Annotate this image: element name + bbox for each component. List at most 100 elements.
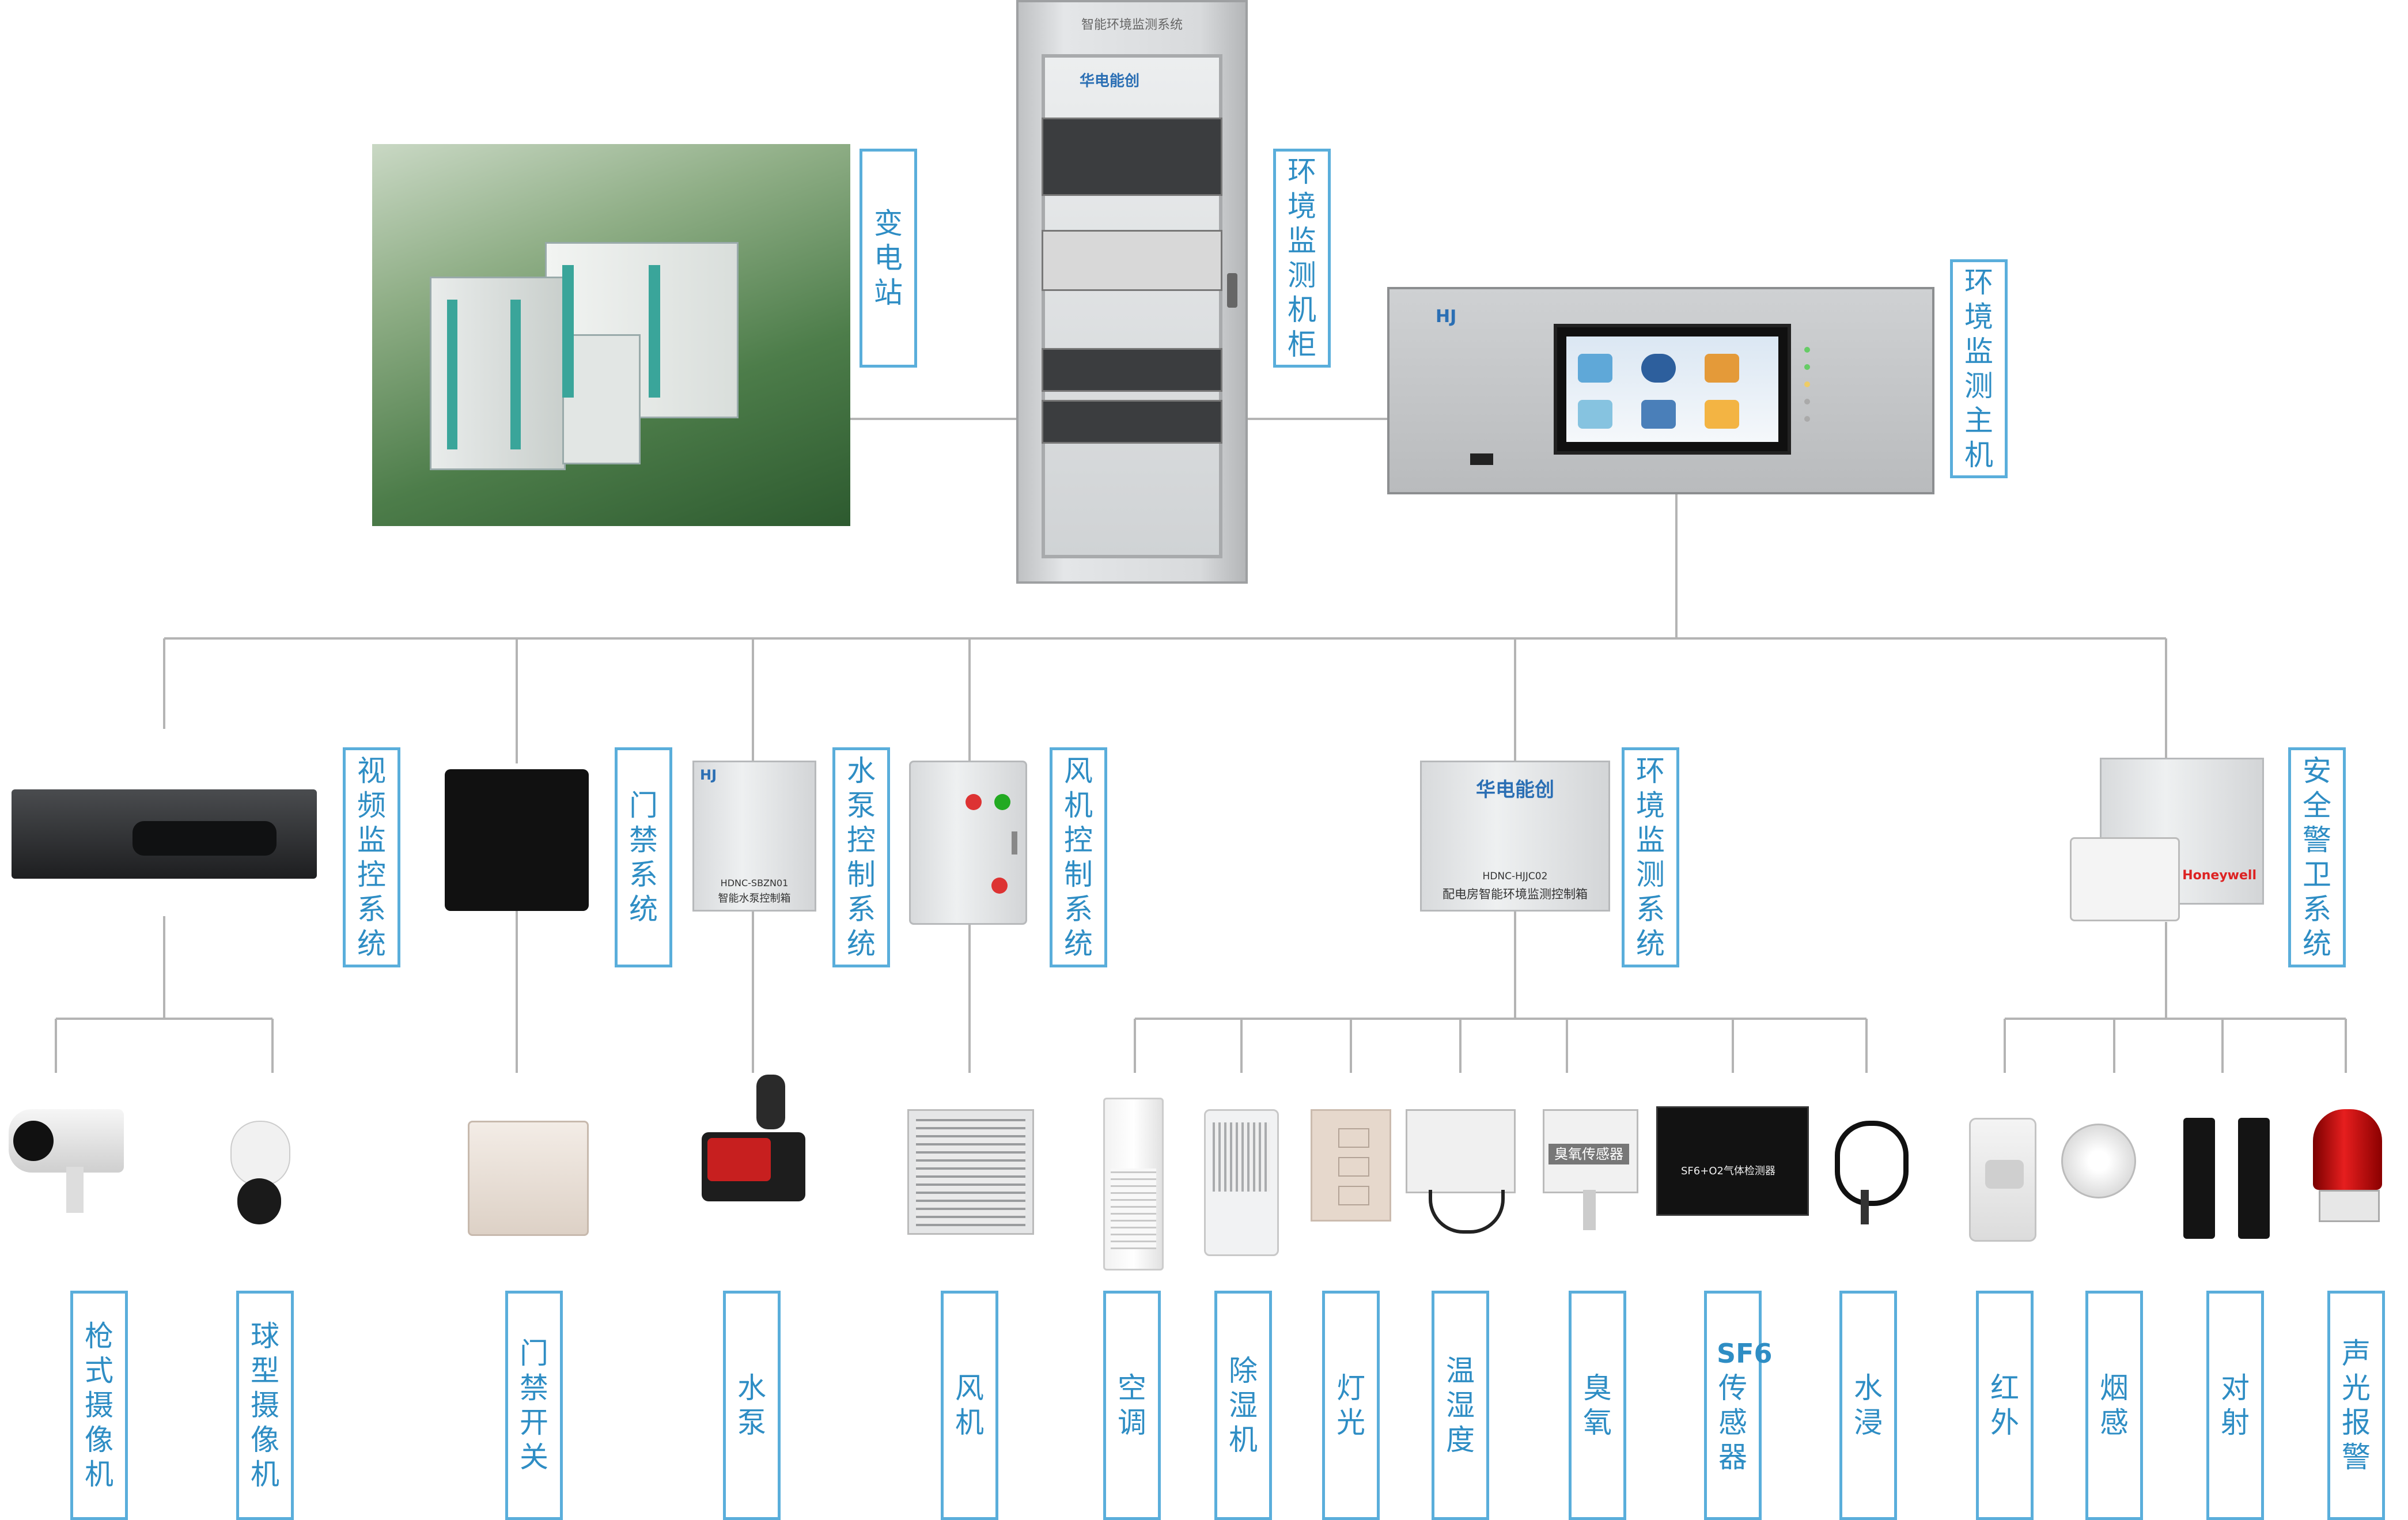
host-usb-port (1470, 453, 1493, 465)
infrared-detector (1969, 1118, 2036, 1242)
beam-sensor-right (2238, 1118, 2270, 1239)
label-security-system: 安全警卫系统 (2288, 747, 2346, 967)
label-water-leak: 水浸 (1839, 1291, 1897, 1520)
label-char: 站 (874, 276, 903, 309)
label-access-system: 门禁系统 (615, 747, 672, 967)
label-char: 外 (1990, 1406, 2019, 1439)
label-char: 统 (2303, 927, 2331, 961)
nvr-recorder (12, 789, 317, 879)
label-char: 风 (1064, 754, 1093, 788)
cabinet-monitor-unit (1042, 118, 1222, 196)
label-char: 对 (2221, 1371, 2250, 1405)
host-touchscreen (1554, 324, 1791, 455)
label-dome-camera: 球型摄像机 (236, 1291, 294, 1520)
label-gun-camera: 枪式摄像机 (70, 1291, 128, 1520)
label-char: 氧 (1583, 1406, 1612, 1439)
label-char: 度 (1446, 1423, 1475, 1457)
label-char: 机 (251, 1458, 279, 1491)
label-char: 调 (1118, 1406, 1146, 1439)
cabinet-rack-unit (1042, 400, 1222, 444)
label-char: 开 (520, 1406, 548, 1439)
label-char: 禁 (520, 1371, 548, 1405)
label-char: 浸 (1854, 1406, 1883, 1439)
cabinet-rack-unit (1042, 348, 1222, 392)
ozone-sensor: 臭氧传感器 (1537, 1109, 1641, 1233)
monitoring-cabinet: 智能环境监测系统 华电能创 (1016, 0, 1248, 584)
security-alarm-panel: Honeywell (2070, 758, 2264, 921)
beam-sensor-left (2183, 1118, 2215, 1239)
exhaust-fan (907, 1109, 1034, 1235)
env-control-box: 华电能创 HDNC-HJJC02 配电房智能环境监测控制箱 (1420, 761, 1610, 912)
label-char: 境 (1288, 190, 1316, 223)
label-char: 系 (847, 893, 876, 926)
label-light: 灯光 (1322, 1291, 1380, 1520)
label-char: 湿 (1229, 1389, 1258, 1422)
label-char: 境 (1636, 789, 1665, 822)
label-char: 门 (520, 1337, 548, 1370)
label-char: 型 (251, 1354, 279, 1387)
label-char: 机 (1229, 1423, 1258, 1457)
label-sf6-rest: 传感器 (1717, 1371, 1749, 1474)
label-char: 传 (1718, 1371, 1747, 1405)
label-pump: 水泵 (723, 1291, 781, 1520)
label-char: 水 (847, 754, 876, 788)
label-char: 系 (1636, 893, 1665, 926)
cabinet-door-handle (1227, 273, 1237, 308)
label-char: 光 (2342, 1371, 2371, 1405)
access-keypad (445, 769, 589, 911)
label-smoke: 烟感 (2085, 1291, 2143, 1520)
label-char: 统 (629, 893, 658, 926)
label-char: 警 (2342, 1440, 2371, 1474)
label-char: 柜 (1288, 328, 1316, 361)
label-char: 机 (1064, 789, 1093, 822)
label-char: 电 (874, 241, 903, 275)
label-char: 监 (357, 823, 386, 857)
label-char: 机 (1288, 293, 1316, 327)
host-brand-logo: HJ (1436, 307, 1457, 327)
label-char: 灯 (1336, 1371, 1365, 1405)
ozone-sensor-label: 臭氧传感器 (1548, 1144, 1629, 1164)
label-char: 全 (2303, 789, 2331, 822)
label-env-system: 环境监测系统 (1622, 747, 1679, 967)
label-char: 温 (1446, 1354, 1475, 1387)
label-char: 湿 (1446, 1389, 1475, 1422)
label-char: 控 (1064, 823, 1093, 857)
label-char: 水 (1854, 1371, 1883, 1405)
label-char: 变 (874, 207, 903, 240)
label-char: 主 (1964, 404, 1993, 437)
dehumidifier (1204, 1109, 1279, 1256)
label-char: 卫 (2303, 858, 2331, 891)
smoke-detector (2061, 1124, 2136, 1198)
light-switch (1311, 1109, 1391, 1222)
label-char: 红 (1990, 1371, 2019, 1405)
label-siren: 声光报警 (2327, 1291, 2385, 1520)
label-char: 频 (357, 789, 386, 822)
label-pump-system: 水泵控制系统 (832, 747, 890, 967)
label-char: 摄 (251, 1389, 279, 1422)
dome-camera (225, 1098, 294, 1233)
label-char: 机 (85, 1458, 113, 1491)
label-char: 机 (955, 1406, 984, 1439)
label-beam: 对射 (2206, 1291, 2264, 1520)
label-ozone: 臭氧 (1569, 1291, 1626, 1520)
label-char: 统 (1636, 927, 1665, 961)
label-char: 控 (357, 858, 386, 891)
label-temp-humidity: 温湿度 (1432, 1291, 1489, 1520)
label-char: 泵 (737, 1406, 766, 1439)
label-char: 臭 (1583, 1371, 1612, 1405)
gun-camera (3, 1103, 127, 1236)
substation-photo (372, 144, 850, 526)
label-char: 风 (955, 1371, 984, 1405)
env-box-model: HDNC-HJJC02 (1482, 871, 1548, 882)
label-char: 关 (520, 1440, 548, 1474)
water-pump (702, 1075, 805, 1224)
label-substation: 变电站 (860, 149, 917, 368)
label-char: 像 (251, 1423, 279, 1457)
label-host: 环境监测主机 (1950, 259, 2008, 478)
label-char: 系 (2303, 893, 2331, 926)
label-char: 控 (847, 823, 876, 857)
temp-humidity-sensor (1406, 1109, 1516, 1234)
label-char: 系 (357, 893, 386, 926)
label-char: 测 (1964, 369, 1993, 403)
sf6-panel-text: SF6+O2气体检测器 (1681, 1165, 1775, 1177)
